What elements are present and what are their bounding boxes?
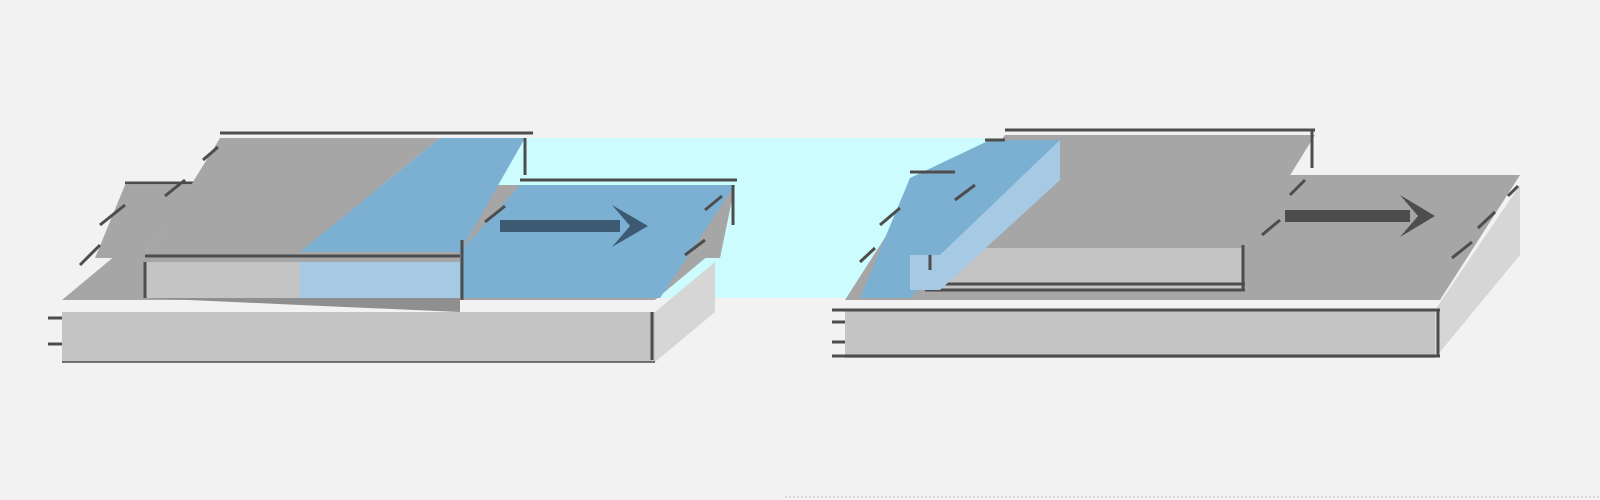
right-motion-arrow <box>1285 195 1435 237</box>
left-assembly <box>48 131 737 363</box>
left-base-side <box>655 262 715 362</box>
left-top-plate <box>150 131 533 252</box>
left-wedge-taper <box>145 298 460 312</box>
right-base-side <box>1435 185 1520 358</box>
right-base-front <box>845 310 1435 358</box>
left-overlap-right <box>460 185 735 298</box>
left-overlap-front <box>300 262 460 298</box>
left-middle-step <box>95 185 200 258</box>
left-base-front <box>62 312 655 362</box>
left-motion-arrow <box>500 205 648 247</box>
left-overlap-top <box>300 138 525 252</box>
right-assembly <box>832 128 1520 358</box>
left-overlap-region <box>300 138 737 300</box>
left-top-surface <box>150 138 440 252</box>
right-overlap-strip <box>910 140 1060 290</box>
right-overlap-region <box>858 138 1060 298</box>
